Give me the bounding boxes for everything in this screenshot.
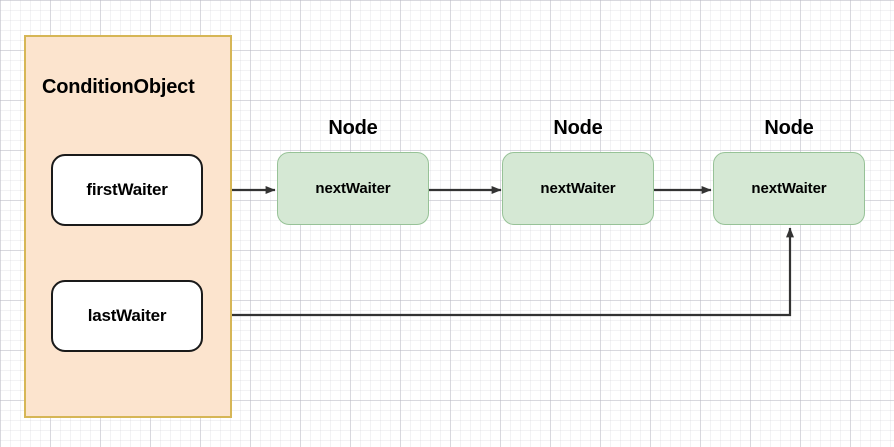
field-label-firstwaiter: firstWaiter: [86, 180, 168, 199]
node-label-1: nextWaiter: [315, 180, 391, 197]
field-label-lastwaiter: lastWaiter: [87, 306, 167, 325]
group-title-conditionobject: ConditionObject: [42, 76, 195, 98]
node-box-1[interactable]: nextWaiter: [277, 152, 429, 225]
node-box-3[interactable]: nextWaiter: [713, 152, 865, 225]
group-box-conditionobject[interactable]: [24, 35, 232, 418]
node-title-2: Node: [553, 117, 603, 139]
node-title-3: Node: [764, 117, 814, 139]
node-label-3: nextWaiter: [751, 180, 827, 197]
node-title-1: Node: [328, 117, 378, 139]
edge-lastwaiter-to-node3: [203, 227, 794, 317]
node-box-2[interactable]: nextWaiter: [502, 152, 654, 225]
node-label-2: nextWaiter: [540, 180, 616, 197]
field-box-firstwaiter[interactable]: firstWaiter: [51, 154, 203, 226]
field-box-lastwaiter[interactable]: lastWaiter: [51, 280, 203, 352]
